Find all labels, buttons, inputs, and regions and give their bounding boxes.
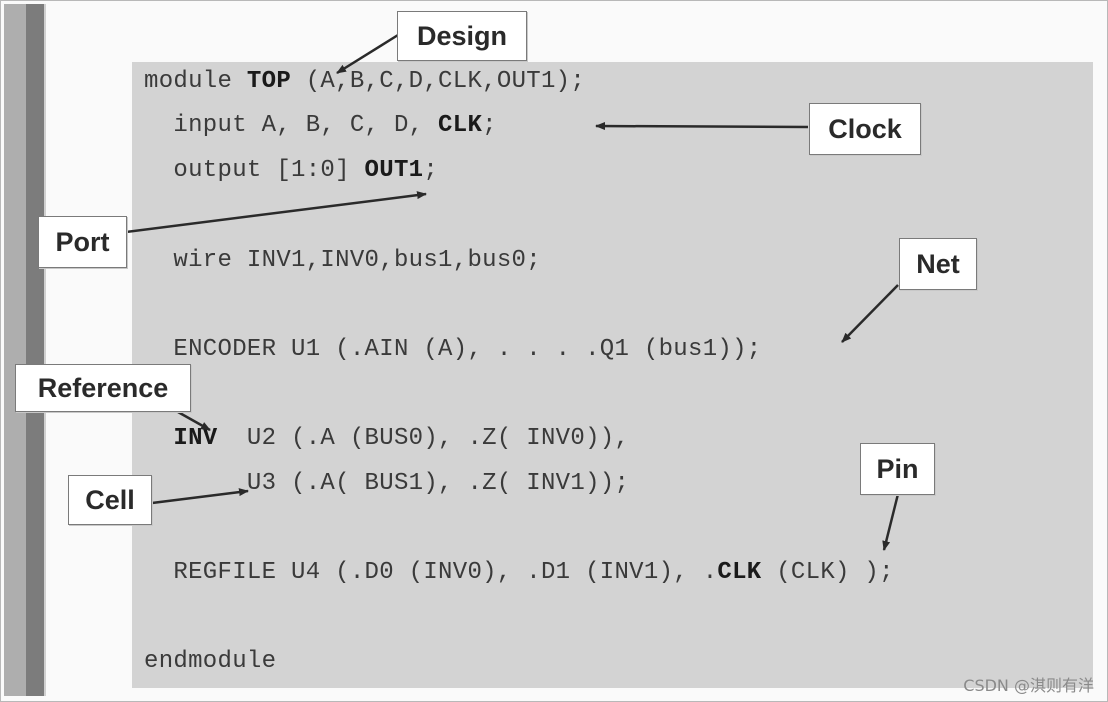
code-line-output: output [1:0] OUT1; [144, 157, 438, 184]
arrow-clock [595, 122, 809, 131]
left-bar-light [4, 4, 26, 696]
label-pin: Pin [860, 443, 935, 495]
left-bar-edge [44, 4, 46, 696]
code-text: (A,B,C,D,CLK,OUT1); [291, 68, 586, 95]
code-line-endmodule: endmodule [144, 648, 277, 675]
arrow-net [841, 284, 899, 343]
arrow-port [125, 191, 427, 234]
code-line-encoder: ENCODER U1 (.AIN (A), . . . .Q1 (bus1)); [144, 336, 762, 363]
code-text: ; [482, 112, 497, 139]
pin-name: CLK [717, 559, 762, 586]
label-clock: Clock [809, 103, 921, 155]
code-text: REGFILE U4 (.D0 (INV0), .D1 (INV1), . [144, 559, 718, 586]
output-port-name: OUT1 [364, 157, 424, 184]
design-name: TOP [246, 68, 292, 95]
code-line-wire: wire INV1,INV0,bus1,bus0; [144, 247, 541, 274]
code-text: ; [423, 157, 439, 184]
code-text: module [144, 68, 247, 95]
label-design: Design [397, 11, 527, 61]
arrow-reference [177, 410, 211, 432]
code-text: U2 (.A (BUS0), .Z( INV0)), [217, 425, 630, 452]
code-text: output [1:0] [144, 157, 365, 184]
code-line-module: module TOP (A,B,C,D,CLK,OUT1); [144, 68, 585, 95]
clock-port-name: CLK [438, 112, 483, 139]
left-bar-dark [26, 4, 44, 696]
code-line-inv-u2: INV U2 (.A (BUS0), .Z( INV0)), [144, 425, 629, 452]
arrow-design [336, 33, 399, 75]
label-reference: Reference [15, 364, 191, 412]
code-text: input A, B, C, D, [144, 112, 439, 139]
code-line-u3: U3 (.A( BUS1), .Z( INV1)); [144, 470, 630, 497]
label-net: Net [899, 238, 977, 290]
code-panel [132, 62, 1093, 688]
arrow-cell [151, 488, 249, 505]
label-port: Port [38, 216, 127, 268]
code-line-input: input A, B, C, D, CLK; [144, 112, 497, 139]
arrow-pin [882, 493, 900, 551]
code-text: (CLK) ); [761, 559, 894, 586]
code-line-regfile: REGFILE U4 (.D0 (INV0), .D1 (INV1), .CLK… [144, 559, 894, 586]
watermark: CSDN @淇则有洋 [963, 676, 1094, 695]
label-cell: Cell [68, 475, 152, 525]
